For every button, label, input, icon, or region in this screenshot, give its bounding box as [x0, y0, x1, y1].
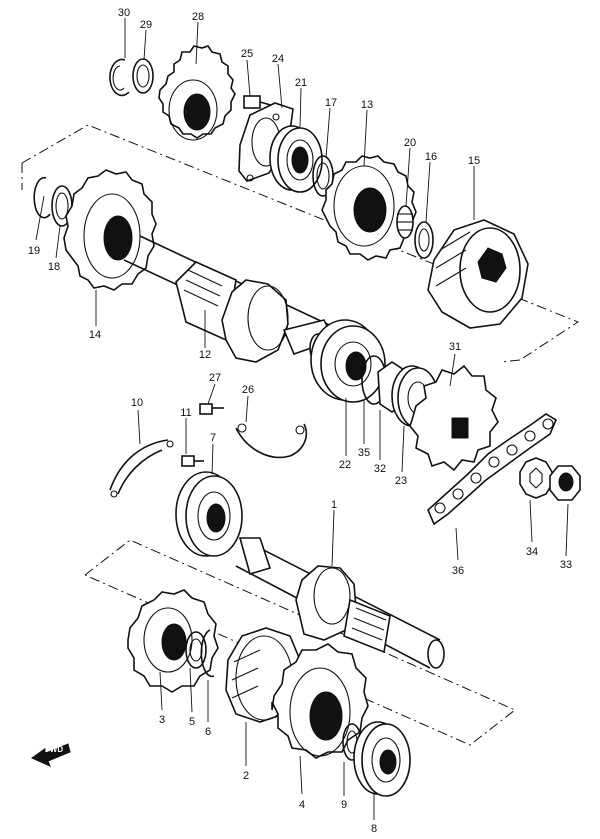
- gear-13: [321, 155, 417, 261]
- mainshaft-1: [235, 537, 445, 669]
- part-label-20: 20: [404, 137, 416, 149]
- bearing-8: [353, 721, 411, 797]
- part-label-34: 34: [526, 546, 538, 558]
- part-label-27: 27: [209, 372, 221, 384]
- part-label-19: 19: [28, 245, 40, 257]
- drive-sprocket-31: [409, 364, 499, 472]
- gear-14: [63, 169, 157, 291]
- part-label-26: 26: [242, 384, 254, 396]
- part-labels: 30 29 28 25 24 21 17 13 20 16 15 19 18 1…: [28, 7, 572, 835]
- needle-bearing-20: [396, 205, 414, 239]
- lock-washer-34: [519, 457, 553, 499]
- part-label-32: 32: [374, 463, 386, 475]
- gear-4: [271, 643, 369, 759]
- part-label-21: 21: [295, 77, 307, 89]
- fwd-arrow-icon: FWD: [30, 743, 71, 767]
- part-label-25: 25: [241, 48, 253, 60]
- part-label-10: 10: [131, 397, 143, 409]
- part-label-29: 29: [140, 19, 152, 31]
- part-label-1: 1: [331, 499, 337, 511]
- part-label-18: 18: [48, 261, 60, 273]
- washer-29: [132, 58, 154, 94]
- gear-15: [427, 219, 529, 329]
- gear-3: [127, 589, 219, 693]
- part-label-4: 4: [299, 799, 305, 811]
- bearing-22: [310, 319, 386, 403]
- part-label-36: 36: [452, 565, 464, 577]
- part-label-22: 22: [339, 459, 351, 471]
- retainer-26: [235, 423, 308, 459]
- retainer-10: [109, 439, 174, 498]
- part-label-31: 31: [449, 341, 461, 353]
- circlip-6: [200, 629, 215, 678]
- washer-16: [414, 221, 434, 259]
- circlip-19: [33, 176, 51, 219]
- part-label-9: 9: [341, 799, 347, 811]
- part-label-11: 11: [180, 407, 191, 419]
- bearing-21: [269, 125, 323, 193]
- part-label-2: 2: [243, 770, 249, 782]
- part-label-6: 6: [205, 726, 211, 738]
- part-label-35: 35: [358, 447, 370, 459]
- part-label-28: 28: [192, 11, 204, 23]
- part-label-17: 17: [325, 97, 337, 109]
- drive-chain-36: [427, 413, 558, 526]
- part-label-13: 13: [361, 99, 373, 111]
- part-label-5: 5: [189, 716, 195, 728]
- screw-27: [199, 403, 224, 415]
- gear-28: [158, 45, 236, 141]
- part-label-8: 8: [371, 823, 377, 835]
- countershaft-12: [123, 235, 341, 363]
- bearing-7: [175, 471, 243, 557]
- circlip-30: [109, 58, 130, 97]
- part-label-7: 7: [210, 432, 216, 444]
- nut-33: [549, 465, 581, 501]
- screw-11: [181, 455, 204, 467]
- part-label-16: 16: [425, 151, 437, 163]
- fwd-label: FWD: [45, 745, 63, 754]
- part-label-12: 12: [199, 349, 211, 361]
- part-label-3: 3: [159, 714, 165, 726]
- part-label-33: 33: [560, 559, 572, 571]
- part-label-15: 15: [468, 155, 480, 167]
- screw-25: [243, 95, 275, 109]
- part-label-14: 14: [89, 329, 101, 341]
- part-label-30: 30: [118, 7, 130, 19]
- part-label-24: 24: [272, 53, 284, 65]
- leader-lines: [35, 18, 569, 820]
- part-label-23: 23: [395, 475, 407, 487]
